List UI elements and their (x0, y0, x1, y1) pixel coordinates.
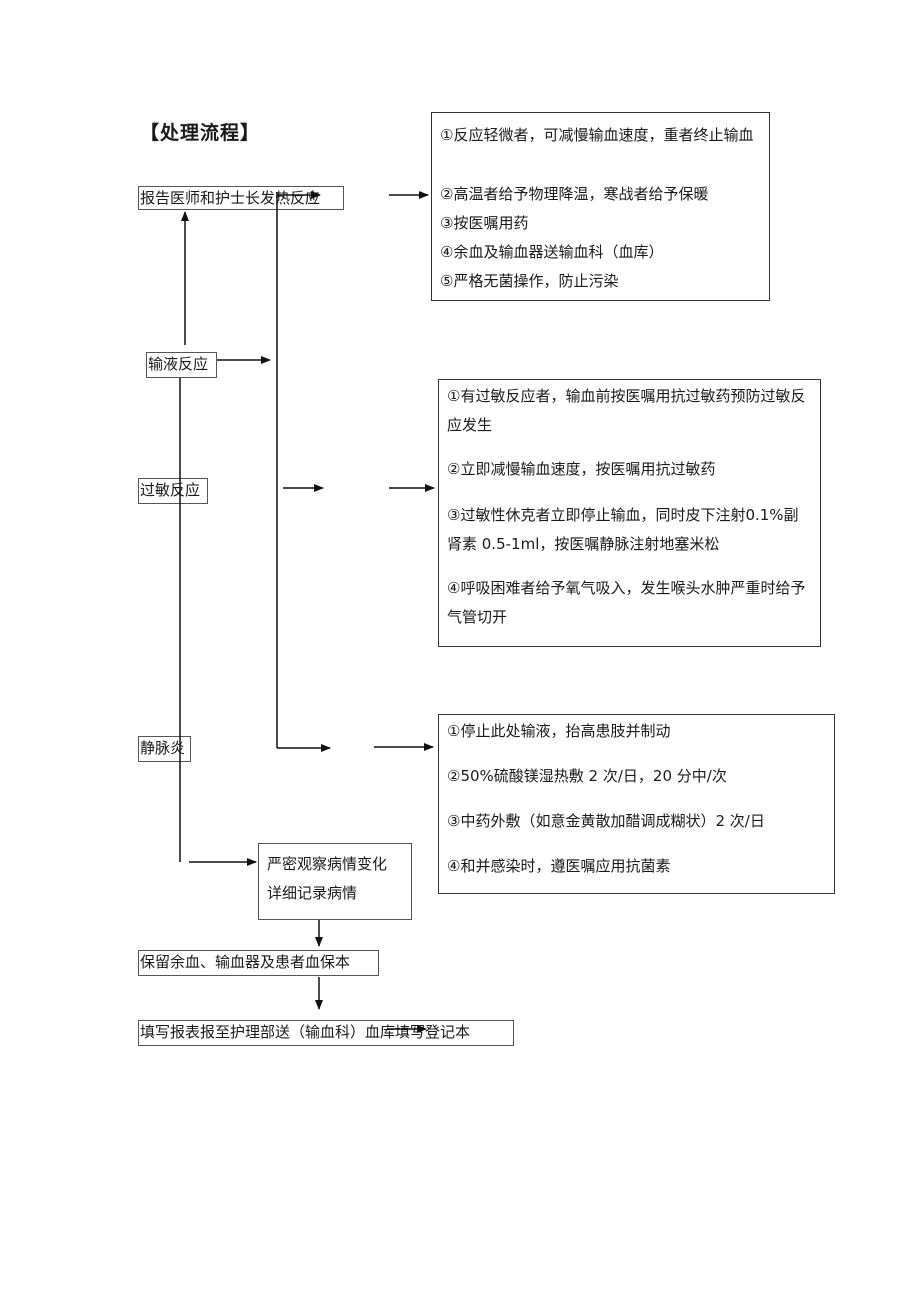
phlebitis-measure-2: ②50%硫酸镁湿热敷 2 次/日，20 分中/次 (447, 767, 727, 785)
infusion-reaction-label: 输液反应 (148, 355, 209, 373)
allergy-measure-3: ③过敏性休克者立即停止输血，同时皮下注射0.1%副肾素 0.5-1ml，按医嘱静… (447, 506, 799, 553)
allergy-measure-4: ④呼吸困难者给予氧气吸入，发生喉头水肿严重时给予气管切开 (447, 579, 806, 626)
observe-node: 严密观察病情变化 详细记录病情 (258, 843, 412, 920)
retain-label: 保留余血、输血器及患者血保本 (140, 953, 351, 971)
fever-measure-2: ②高温者给予物理降温，寒战者给予保暖 (440, 185, 709, 203)
allergy-measure-1: ①有过敏反应者，输血前按医嘱用抗过敏药预防过敏反应发生 (447, 387, 806, 434)
allergy-measure-2: ②立即减慢输血速度，按医嘱用抗过敏药 (447, 460, 716, 478)
phlebitis-measure-4: ④和并感染时，遵医嘱应用抗菌素 (447, 857, 671, 875)
report-node: 报告医师和护士长发热反应 (138, 186, 344, 210)
fever-measures-box: ①反应轻微者，可减慢输血速度，重者终止输血 ②高温者给予物理降温，寒战者给予保暖… (431, 112, 770, 301)
allergy-label: 过敏反应 (140, 481, 201, 499)
retain-node: 保留余血、输血器及患者血保本 (138, 950, 379, 976)
phlebitis-measures-box: ①停止此处输液，抬高患肢并制动 ②50%硫酸镁湿热敷 2 次/日，20 分中/次… (438, 714, 835, 894)
allergy-node: 过敏反应 (138, 478, 208, 504)
fill-form-label-1: 填写报表报至护理部送（输血科）血库 (140, 1023, 396, 1041)
allergy-measures-box: ①有过敏反应者，输血前按医嘱用抗过敏药预防过敏反应发生 ②立即减慢输血速度，按医… (438, 379, 821, 647)
phlebitis-measure-3: ③中药外敷（如意金黄散加醋调成糊状）2 次/日 (447, 812, 765, 830)
fill-form-label-2: 填写登记本 (395, 1023, 471, 1041)
observe-line-1: 严密观察病情变化 (267, 855, 388, 873)
page-title: 【处理流程】 (140, 122, 261, 144)
phlebitis-measure-1: ①停止此处输液，抬高患肢并制动 (447, 722, 671, 740)
phlebitis-label: 静脉炎 (140, 739, 186, 757)
infusion-reaction-node: 输液反应 (146, 352, 217, 378)
phlebitis-node: 静脉炎 (138, 736, 191, 762)
fever-measure-4: ④余血及输血器送输血科（血库） (440, 243, 664, 261)
fever-measure-1: ①反应轻微者，可减慢输血速度，重者终止输血 (440, 126, 754, 144)
report-label: 报告医师和护士长 (140, 189, 261, 207)
fever-measure-5: ⑤严格无菌操作，防止污染 (440, 272, 619, 290)
observe-line-2: 详细记录病情 (267, 884, 358, 902)
fill-form-node: 填写报表报至护理部送（输血科）血库填写登记本 (138, 1020, 514, 1046)
fever-label: 发热反应 (260, 189, 321, 207)
fever-measure-3: ③按医嘱用药 (440, 214, 529, 232)
